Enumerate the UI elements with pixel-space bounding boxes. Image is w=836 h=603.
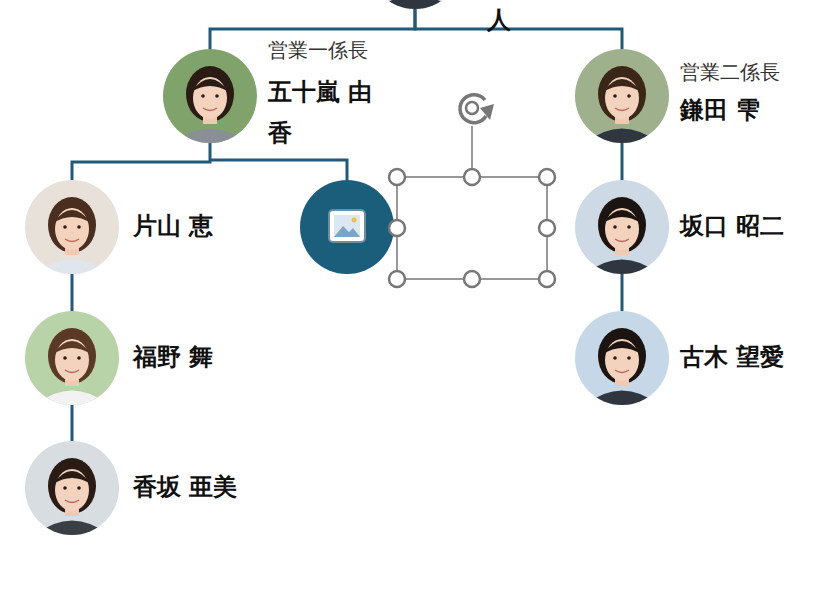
person-node: 福野 舞	[25, 311, 119, 405]
photo-circle	[575, 49, 669, 143]
person-node: 人	[368, 0, 462, 9]
person-node: 香坂 亜美	[25, 441, 119, 535]
person-name: 人	[487, 0, 527, 41]
role-label: 営業一係長	[268, 38, 368, 62]
person-name: 坂口 昭二	[680, 206, 830, 247]
selection-frame	[389, 95, 555, 287]
person-name: 片山 恵	[133, 206, 293, 247]
person-node: 坂口 昭二	[575, 180, 669, 274]
photo-circle	[575, 180, 669, 274]
photo-circle	[368, 0, 462, 9]
org-connector	[415, 9, 622, 49]
branch-line	[210, 160, 347, 180]
org-connector	[621, 143, 624, 180]
person-name: 古木 望愛	[680, 337, 830, 378]
photo-circle	[25, 441, 119, 535]
person-node: 営業一係長五十嵐 由香	[163, 49, 257, 143]
person-name: 福野 舞	[133, 337, 293, 378]
photo-circle	[575, 311, 669, 405]
person-name: 鎌田 雫	[680, 90, 820, 131]
photo-circle	[25, 311, 119, 405]
person-node: 古木 望愛	[575, 311, 669, 405]
photo-circle	[163, 49, 257, 143]
image-icon	[329, 210, 365, 242]
person-name: 五十嵐 由香	[268, 72, 380, 154]
person-name: 香坂 亜美	[133, 467, 293, 508]
placeholder-circle	[300, 180, 394, 274]
rotate-handle	[460, 95, 494, 123]
role-label: 営業二係長	[680, 60, 780, 84]
org-connector	[71, 405, 74, 441]
org-connector	[71, 274, 74, 311]
org-connector	[72, 143, 210, 180]
org-connector	[621, 274, 624, 311]
person-node: 営業二係長鎌田 雫	[575, 49, 669, 143]
person-node: 片山 恵	[25, 180, 119, 274]
photo-circle	[25, 180, 119, 274]
